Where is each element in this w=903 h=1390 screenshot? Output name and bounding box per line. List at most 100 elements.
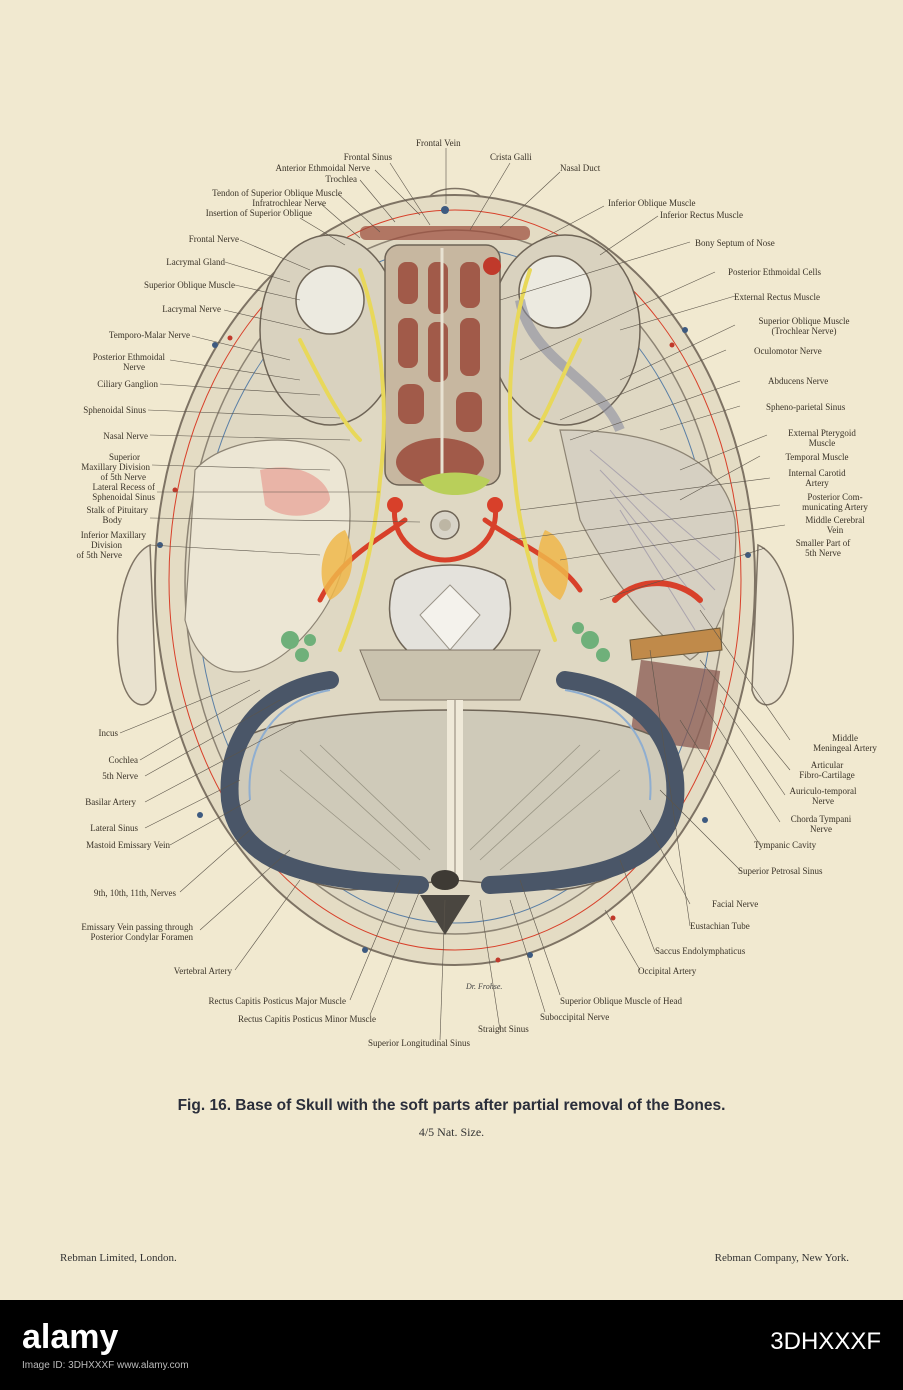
label-superior-longitudinal-sinus: Superior Longitudinal Sinus xyxy=(368,1038,470,1048)
right-eyeball xyxy=(518,255,592,329)
label-nasal-nerve: Nasal Nerve xyxy=(103,431,148,441)
label-infratrochlear-nerve: Infratrochlear Nerve xyxy=(252,198,326,208)
label-inferior-maxillary-3: of 5th Nerve xyxy=(76,550,122,560)
label-stalk-pituitary-2: Body xyxy=(102,515,122,525)
left-ear xyxy=(116,543,157,706)
label-vertebral-artery: Vertebral Artery xyxy=(173,966,232,976)
label-trochlea: Trochlea xyxy=(325,174,357,184)
skull-base-illustration xyxy=(116,148,794,1041)
label-superior-oblique-head: Superior Oblique Muscle of Head xyxy=(560,996,682,1006)
label-frontal-sinus: Frontal Sinus xyxy=(343,152,392,162)
watermark-logo: alamy xyxy=(22,1318,119,1356)
label-lateral-sinus: Lateral Sinus xyxy=(90,823,138,833)
label-nasal-duct: Nasal Duct xyxy=(560,163,601,173)
label-tympanic-cavity: Tympanic Cavity xyxy=(754,840,817,850)
label-inferior-maxillary-1: Inferior Maxillary xyxy=(80,530,146,540)
publisher-left: Rebman Limited, London. xyxy=(60,1252,177,1264)
label-external-pterygoid-2: Muscle xyxy=(808,438,836,448)
label-auriculo-temporal-2: Nerve xyxy=(812,796,834,806)
label-sphenoidal-sinus: Sphenoidal Sinus xyxy=(83,405,146,415)
label-temporo-malar-nerve: Temporo-Malar Nerve xyxy=(108,330,190,340)
label-posterior-comm-1: Posterior Com- xyxy=(807,492,863,502)
scale-note: 4/5 Nat. Size. xyxy=(418,1125,485,1139)
label-anterior-ethmoidal-nerve: Anterior Ethmoidal Nerve xyxy=(275,163,370,173)
nose-outline xyxy=(429,187,481,197)
label-spheno-parietal-sinus: Spheno-parietal Sinus xyxy=(766,402,846,412)
figure-caption: Fig. 16. Base of Skull with the soft par… xyxy=(177,1097,726,1114)
label-frontal-nerve: Frontal Nerve xyxy=(188,234,239,244)
label-straight-sinus: Straight Sinus xyxy=(478,1024,529,1034)
label-mastoid-emissary-vein: Mastoid Emissary Vein xyxy=(86,840,170,850)
label-posterior-ethmoidal-nerve-2: Nerve xyxy=(123,362,145,372)
label-posterior-comm-2: municating Artery xyxy=(802,502,868,512)
label-temporal-muscle: Temporal Muscle xyxy=(785,452,849,462)
left-lateral-sinus xyxy=(220,671,429,894)
label-insertion-superior-oblique: Insertion of Superior Oblique xyxy=(205,208,312,218)
nerves xyxy=(298,268,582,652)
label-oculomotor-nerve: Oculomotor Nerve xyxy=(754,346,822,356)
label-eustachian-tube: Eustachian Tube xyxy=(690,921,750,931)
label-incus: Incus xyxy=(98,728,119,738)
label-articular-2: Fibro-Cartilage xyxy=(799,770,855,780)
label-lateral-recess-2: Sphenoidal Sinus xyxy=(92,492,155,502)
label-rectus-major: Rectus Capitis Posticus Major Muscle xyxy=(208,996,347,1006)
right-lateral-sinus xyxy=(481,671,685,894)
anatomical-plate: Frontal Vein Frontal Sinus Crista Galli … xyxy=(0,0,903,1300)
label-lacrymal-gland: Lacrymal Gland xyxy=(166,257,225,267)
label-saccus-endolymphaticus: Saccus Endolymphaticus xyxy=(655,946,746,956)
label-tendon-superior-oblique: Tendon of Superior Oblique Muscle xyxy=(212,188,342,198)
label-posterior-ethmoidal-nerve-1: Posterior Ethmoidal xyxy=(92,352,165,362)
watermark-note: Image ID: 3DHXXXF www.alamy.com xyxy=(22,1360,189,1371)
label-lacrymal-nerve: Lacrymal Nerve xyxy=(162,304,221,314)
label-emissary-vein-1: Emissary Vein passing through xyxy=(81,922,193,932)
left-eyeball xyxy=(295,265,365,335)
label-stalk-pituitary-1: Stalk of Pituitary xyxy=(86,505,149,515)
label-auriculo-temporal-1: Auriculo-temporal xyxy=(789,786,857,796)
label-posterior-ethmoidal-cells: Posterior Ethmoidal Cells xyxy=(728,267,821,277)
label-abducens-nerve: Abducens Nerve xyxy=(768,376,829,386)
label-frontal-vein: Frontal Vein xyxy=(416,138,461,148)
label-ciliary-ganglion: Ciliary Ganglion xyxy=(97,379,158,389)
label-suboccipital-nerve: Suboccipital Nerve xyxy=(540,1012,610,1022)
right-ear xyxy=(751,543,794,706)
label-bony-septum: Bony Septum of Nose xyxy=(695,238,775,248)
label-emissary-vein-2: Posterior Condylar Foramen xyxy=(90,932,194,942)
label-middle-cerebral-2: Vein xyxy=(826,525,844,535)
label-nerves-9-10-11: 9th, 10th, 11th, Nerves xyxy=(93,888,176,898)
artist-signature: Dr. Frohse. xyxy=(466,982,503,991)
label-basilar-artery: Basilar Artery xyxy=(85,797,136,807)
label-middle-cerebral-1: Middle Cerebral xyxy=(805,515,865,525)
label-external-rectus: External Rectus Muscle xyxy=(734,292,820,302)
label-superior-oblique-muscle: Superior Oblique Muscle xyxy=(144,280,235,290)
label-internal-carotid-2: Artery xyxy=(805,478,829,488)
stock-watermark-bar: alamy 3DHXXXF Image ID: 3DHXXXF www.alam… xyxy=(0,1300,903,1390)
label-middle-meningeal-1: Middle xyxy=(832,733,858,743)
label-superior-maxillary-2: Maxillary Division xyxy=(81,462,150,472)
label-middle-meningeal-2: Meningeal Artery xyxy=(813,743,877,753)
right-middle-fossa xyxy=(559,429,737,661)
label-cochlea: Cochlea xyxy=(108,755,139,765)
label-superior-petrosal-sinus: Superior Petrosal Sinus xyxy=(738,866,823,876)
label-chorda-tympani-2: Nerve xyxy=(810,824,832,834)
label-occipital-artery: Occipital Artery xyxy=(638,966,697,976)
watermark-image-id: 3DHXXXF xyxy=(770,1328,881,1355)
label-crista-galli: Crista Galli xyxy=(490,152,532,162)
label-chorda-tympani-1: Chorda Tympani xyxy=(790,814,852,824)
label-inferior-rectus: Inferior Rectus Muscle xyxy=(660,210,743,220)
label-smaller-part-1: Smaller Part of xyxy=(795,538,851,548)
leader-lines xyxy=(119,148,791,1041)
label-superior-oblique-trochlear-2: (Trochlear Nerve) xyxy=(771,326,837,336)
label-superior-maxillary-3: of 5th Nerve xyxy=(100,472,146,482)
label-internal-carotid-1: Internal Carotid xyxy=(788,468,846,478)
label-external-pterygoid-1: External Pterygoid xyxy=(788,428,856,438)
label-fifth-nerve: 5th Nerve xyxy=(102,771,138,781)
label-lateral-recess-1: Lateral Recess of xyxy=(92,482,155,492)
label-facial-nerve: Facial Nerve xyxy=(712,899,759,909)
label-superior-maxillary-1: Superior xyxy=(109,452,140,462)
scalp-layer xyxy=(168,209,742,951)
publisher-right: Rebman Company, New York. xyxy=(714,1252,849,1264)
label-smaller-part-2: 5th Nerve xyxy=(805,548,841,558)
label-inferior-maxillary-2: Division xyxy=(90,540,122,550)
label-rectus-minor: Rectus Capitis Posticus Minor Muscle xyxy=(238,1014,376,1024)
label-inferior-oblique: Inferior Oblique Muscle xyxy=(608,198,696,208)
